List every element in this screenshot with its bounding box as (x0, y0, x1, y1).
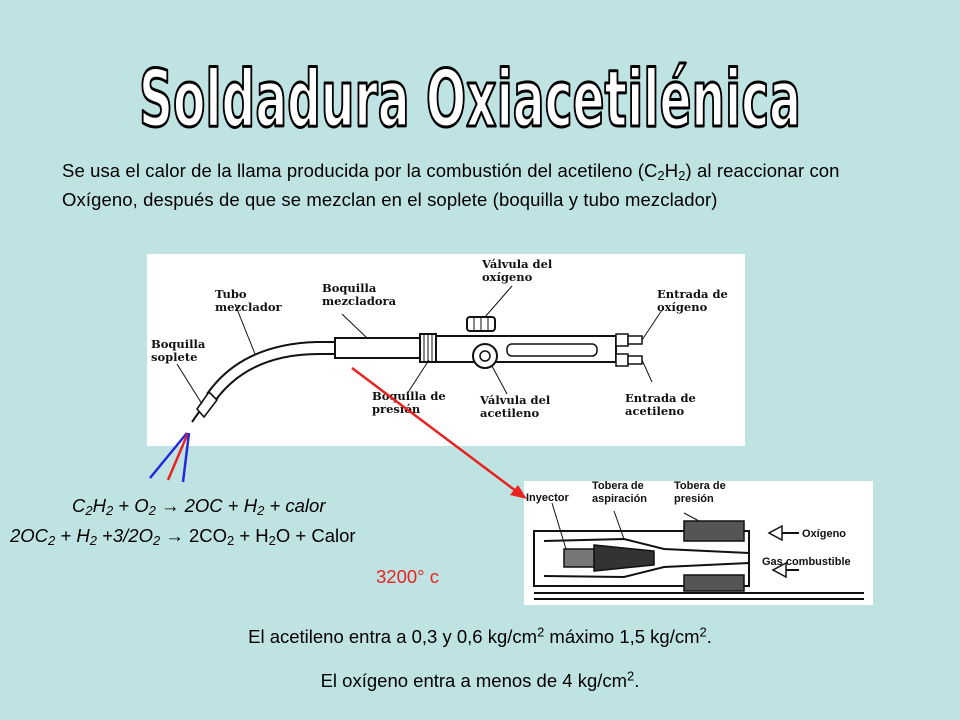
eq2-d: 2CO (188, 525, 227, 546)
torch-diagram-graphic: Tubo mezclador Boquilla mezcladora Válvu… (151, 257, 728, 423)
label-boquilla-p: Boquilla de (372, 389, 446, 403)
label-soplete: soplete (151, 350, 198, 364)
eq2-a: 2OC (10, 525, 49, 546)
note2-sup: 2 (627, 668, 635, 684)
eq1-a-sub: 2 (85, 503, 93, 519)
equation-1: C2H2 + O2 → 2OC + H2 + calor (72, 495, 326, 517)
label-acetileno-v: acetileno (480, 406, 539, 420)
label-valvula-a: Válvula del (479, 393, 551, 407)
injector-diagram: Inyector Tobera de aspiración Tobera de … (524, 480, 873, 605)
label-oxigeno-e: oxígeno (657, 300, 708, 314)
eq2-d-sub: 2 (227, 533, 235, 549)
note1-text: El acetileno entra a 0,3 y 0,6 kg/cm (248, 626, 538, 647)
label-tubo: Tubo (215, 287, 247, 301)
svg-text:oxígeno: oxígeno (482, 270, 533, 284)
label-aspiracion: aspiración (592, 493, 647, 505)
eq2-e-sub: 2 (268, 533, 276, 549)
note2-end: . (634, 670, 640, 691)
intro-sub-2: 2 (678, 168, 686, 184)
intro-text-2: H (664, 160, 679, 181)
note1-sup2: 2 (699, 624, 707, 640)
svg-text:Tubo: Tubo (215, 287, 247, 301)
svg-text:Boquilla de: Boquilla de (372, 389, 446, 403)
note-oxigeno: El oxígeno entra a menos de 4 kg/cm2. (0, 670, 960, 692)
svg-text:Entrada de: Entrada de (625, 391, 696, 405)
eq2-e: + H (234, 525, 269, 546)
label-mezclador: mezclador (215, 300, 283, 314)
svg-text:Oxígeno: Oxígeno (802, 528, 846, 540)
eq2-arrow-icon: → (160, 525, 189, 546)
slide-title-text: Soldadura Oxiacetilénica (139, 55, 801, 142)
svg-text:Boquilla: Boquilla (322, 281, 377, 295)
label-oxigeno-i: Oxígeno (802, 528, 846, 540)
svg-text:mezcladora: mezcladora (322, 294, 397, 308)
temperature-label: 3200° c (376, 566, 439, 587)
label-boquilla-s: Boquilla (151, 337, 206, 351)
eq1-arrow-icon: → (155, 495, 185, 516)
svg-text:oxígeno: oxígeno (657, 300, 708, 314)
slide-title-graphic: Soldadura Oxiacetilénica (138, 54, 803, 147)
svg-text:Boquilla: Boquilla (151, 337, 206, 351)
label-entrada-a: Entrada de (625, 391, 696, 405)
note1-mid: máximo 1,5 kg/cm (544, 626, 700, 647)
label-gas-combustible: Gas combustible (762, 556, 851, 568)
label-mezcladora: mezcladora (322, 294, 397, 308)
intro-text-1: Se usa el calor de la llama producida po… (62, 160, 658, 181)
eq1-b-sub: 2 (105, 503, 114, 519)
label-acetileno-e: acetileno (625, 404, 684, 418)
eq1-c-sub: 2 (148, 503, 156, 519)
eq2-c: +3/2O (96, 525, 153, 546)
eq1-a: C (72, 495, 86, 516)
note1-sup1: 2 (537, 624, 545, 640)
svg-text:mezclador: mezclador (215, 300, 283, 314)
svg-text:aspiración: aspiración (592, 493, 647, 505)
label-presion: presión (372, 402, 421, 416)
svg-text:Inyector: Inyector (526, 492, 570, 504)
eq2-f: O + Calor (275, 525, 356, 546)
label-valvula-o: Válvula del (481, 257, 553, 271)
label-tobera-a: Tobera de (592, 481, 644, 492)
svg-text:presión: presión (372, 402, 421, 416)
eq1-c: + O (113, 495, 149, 516)
note-acetileno: El acetileno entra a 0,3 y 0,6 kg/cm2 má… (0, 626, 960, 648)
label-inyector: Inyector (526, 492, 570, 504)
svg-text:Gas combustible: Gas combustible (762, 556, 851, 568)
intro-text-3: ) al reaccionar con Oxígeno, después de … (62, 160, 840, 210)
svg-text:Válvula del: Válvula del (481, 257, 553, 271)
slide-title: Soldadura Oxiacetilénica (120, 52, 820, 147)
label-boquilla-m: Boquilla (322, 281, 377, 295)
svg-text:Tobera de: Tobera de (674, 481, 726, 492)
injector-diagram-graphic: Inyector Tobera de aspiración Tobera de … (526, 480, 864, 600)
svg-text:acetileno: acetileno (625, 404, 684, 418)
svg-text:Entrada de: Entrada de (657, 287, 728, 301)
note2-text: El oxígeno entra a menos de 4 kg/cm (320, 670, 628, 691)
eq2-b-sub: 2 (89, 533, 97, 549)
equation-2: 2OC2 + H2 +3/2O2 → 2CO2 + H2O + Calor (10, 525, 356, 547)
eq1-d-sub: 2 (257, 503, 265, 519)
torch-diagram: Tubo mezclador Boquilla mezcladora Válvu… (147, 254, 745, 446)
svg-text:Válvula del: Válvula del (479, 393, 551, 407)
label-tobera-p: Tobera de (674, 481, 726, 492)
svg-text:acetileno: acetileno (480, 406, 539, 420)
svg-text:Tobera de: Tobera de (592, 481, 644, 492)
svg-text:presión: presión (674, 493, 714, 505)
eq1-d: 2OC + H (184, 495, 258, 516)
intro-paragraph: Se usa el calor de la llama producida po… (62, 156, 902, 214)
intro-sub-1: 2 (657, 168, 665, 184)
label-entrada-o: Entrada de (657, 287, 728, 301)
label-presion-t: presión (674, 493, 714, 505)
eq1-b: H (92, 495, 106, 516)
eq2-b: + H (55, 525, 90, 546)
eq1-e: + calor (264, 495, 326, 516)
eq2-a-sub: 2 (48, 533, 56, 549)
note1-end: . (706, 626, 712, 647)
label-oxigeno-v: oxígeno (482, 270, 533, 284)
eq2-c-sub: 2 (152, 533, 161, 549)
svg-text:soplete: soplete (151, 350, 198, 364)
